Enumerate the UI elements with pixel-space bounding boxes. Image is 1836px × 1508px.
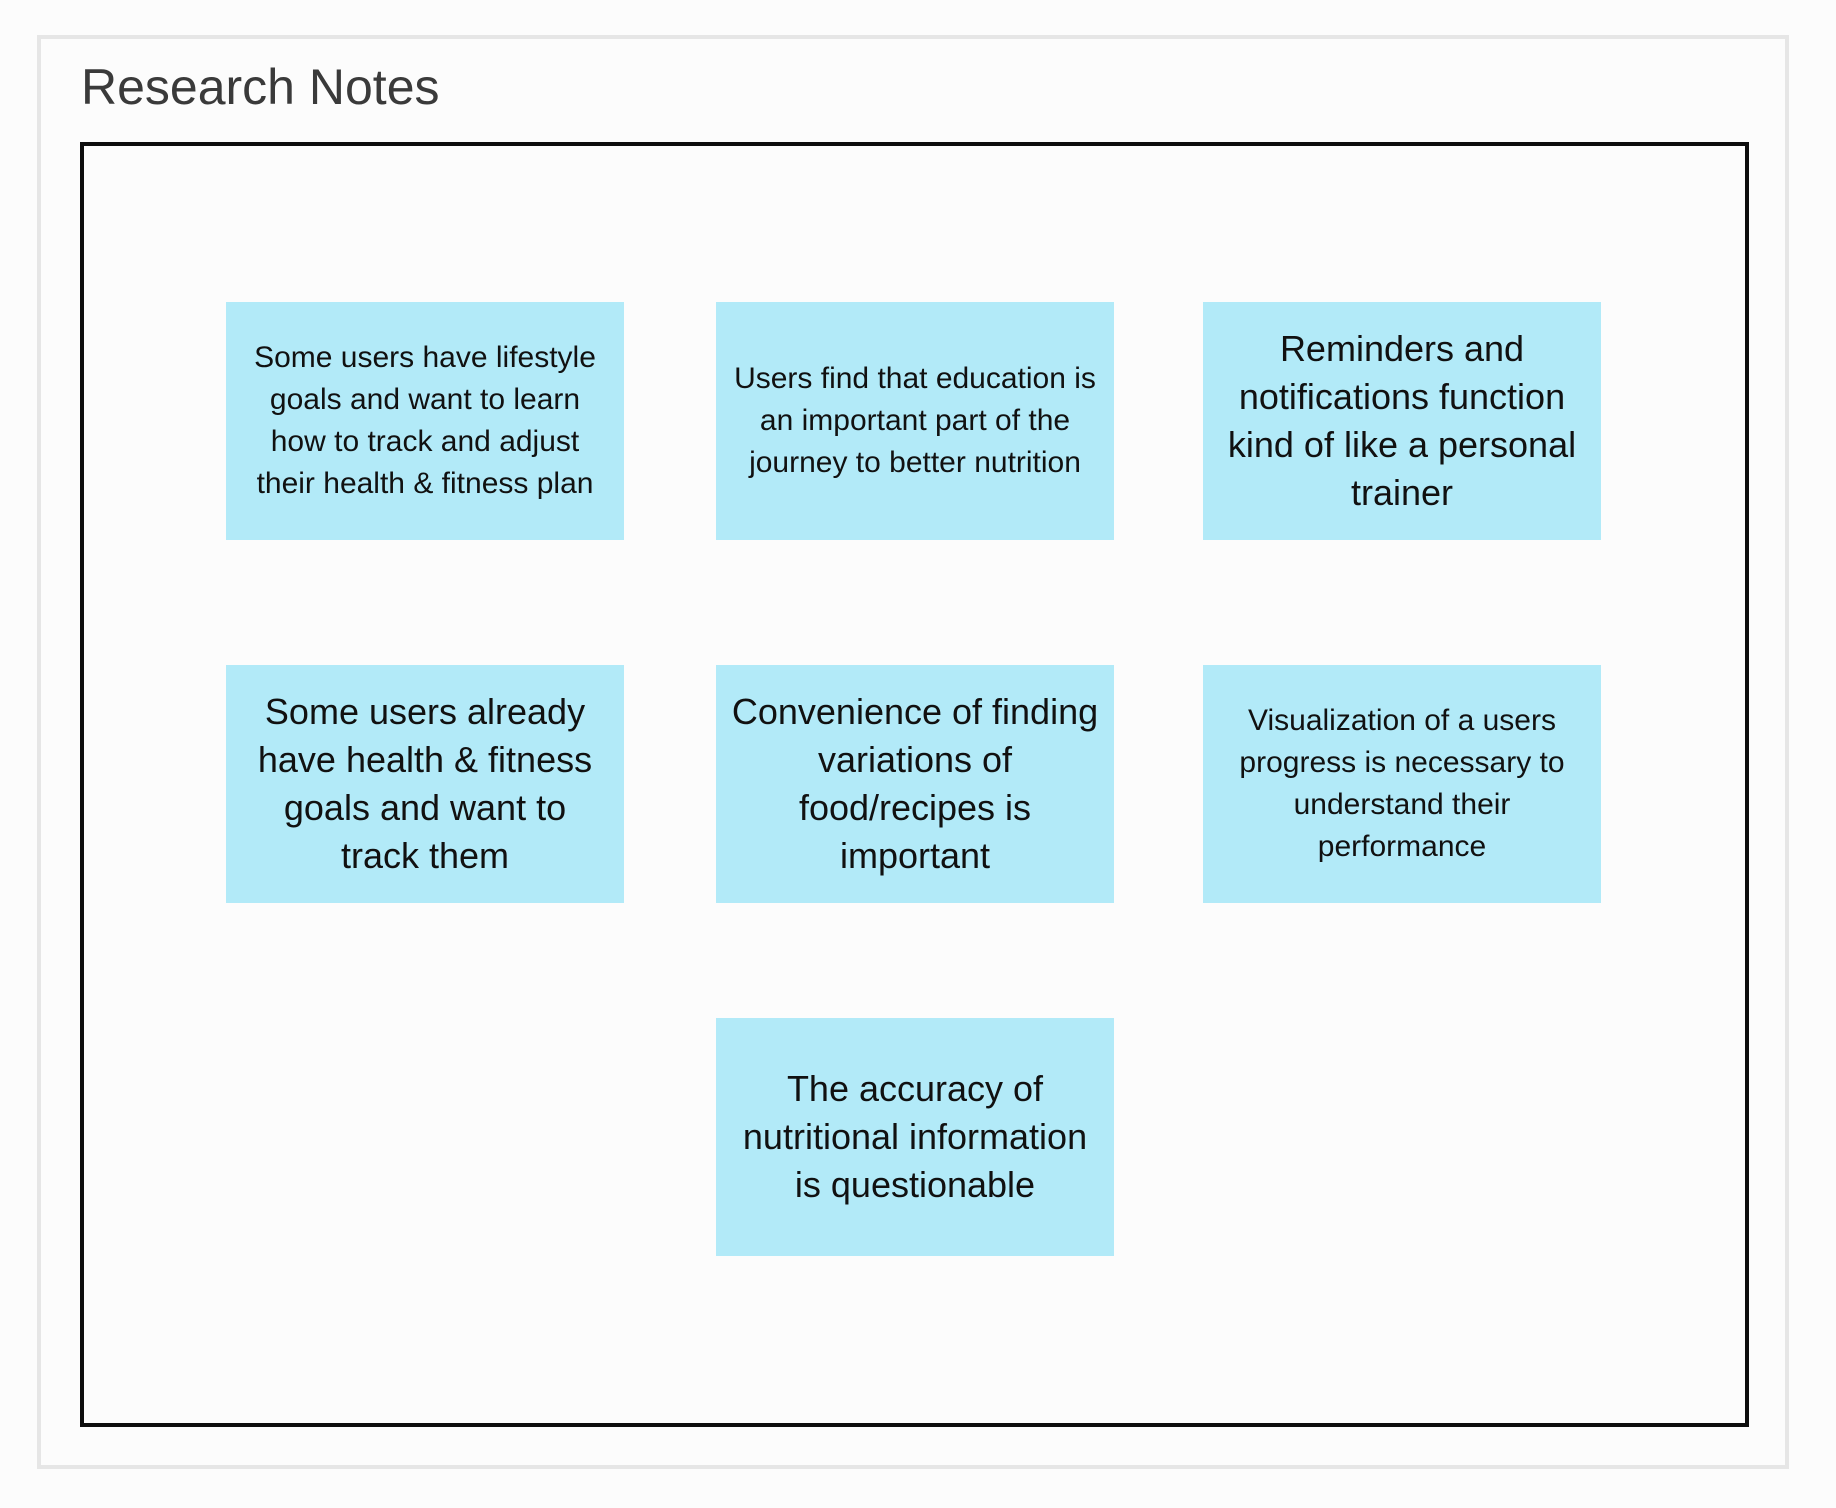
sticky-note-recipe-variations[interactable]: Convenience of finding variations of foo… xyxy=(716,665,1114,903)
sticky-note-track-goals[interactable]: Some users already have health & fitness… xyxy=(226,665,624,903)
sticky-note-text: Convenience of finding variations of foo… xyxy=(731,691,1099,876)
sticky-note-text: Users find that education is an importan… xyxy=(734,362,1096,479)
sticky-note-text: The accuracy of nutritional information … xyxy=(742,1068,1088,1205)
sticky-note-progress-visualization[interactable]: Visualization of a users progress is nec… xyxy=(1203,665,1601,903)
sticky-note-nutrition-accuracy[interactable]: The accuracy of nutritional information … xyxy=(716,1018,1114,1256)
sticky-note-reminders[interactable]: Reminders and notifications function kin… xyxy=(1203,302,1601,540)
sticky-note-education[interactable]: Users find that education is an importan… xyxy=(716,302,1114,540)
page-title: Research Notes xyxy=(81,59,440,115)
sticky-note-text: Some users have lifestyle goals and want… xyxy=(254,341,596,500)
sticky-note-text: Visualization of a users progress is nec… xyxy=(1239,704,1565,863)
sticky-note-text: Reminders and notifications function kin… xyxy=(1227,328,1577,513)
sticky-note-text: Some users already have health & fitness… xyxy=(257,691,593,876)
sticky-note-lifestyle-goals[interactable]: Some users have lifestyle goals and want… xyxy=(226,302,624,540)
